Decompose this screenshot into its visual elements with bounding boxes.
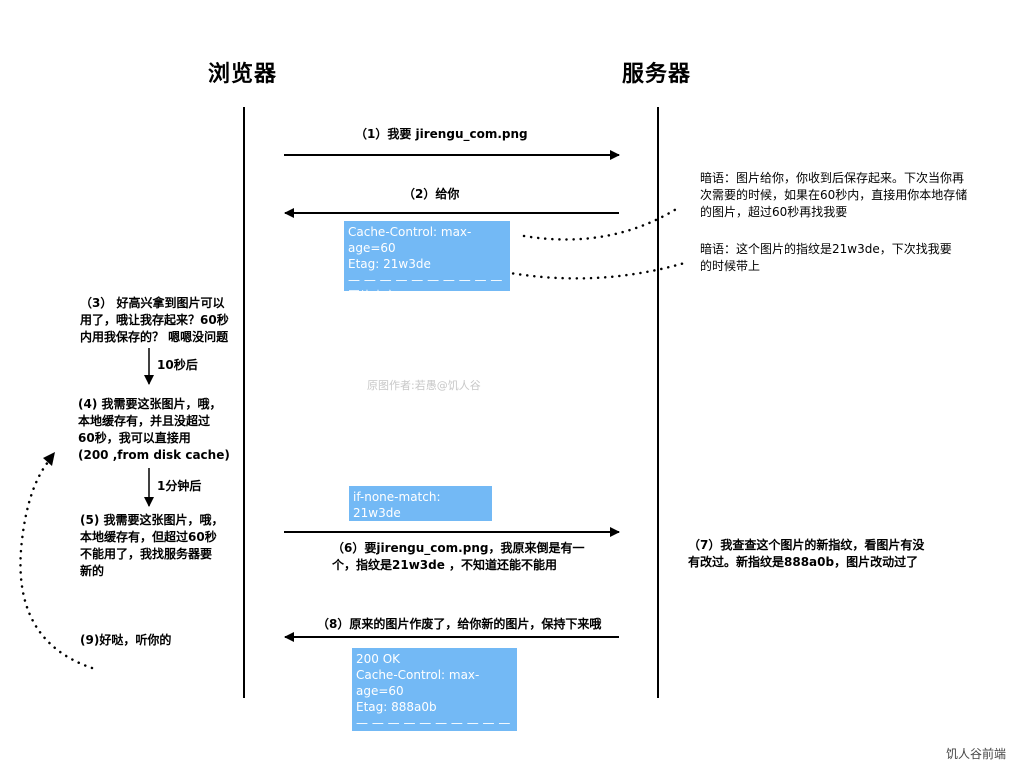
step6-text: （6）要jirengu_com.png，我原来倒是有一 个，指纹是21w3de … — [332, 541, 585, 572]
request2-box: if-none-match: 21w3de — — — — — — — — — … — [349, 486, 492, 552]
delay1-label: 10秒后 — [157, 358, 198, 372]
dotted-return-arrow — [19, 460, 94, 670]
step7-text: （7）我查查这个图片的新指纹，看图片有没 有改过。新指纹是888a0b，图片改动… — [688, 538, 925, 569]
step4-text: (4) 我需要这张图片，哦， 本地缓存有，并且没超过 60秒，我可以直接用 (2… — [78, 397, 230, 462]
dotted-return-arrowhead — [43, 452, 55, 466]
delay2-label: 1分钟后 — [157, 479, 202, 493]
server-header: 服务器 — [622, 62, 692, 87]
response2-box: 200 OK Cache-Control: max-age=60 Etag: 8… — [352, 648, 517, 746]
dotted-connector-note1 — [522, 206, 680, 241]
step8-text: （8）原来的图片作废了，给你新的图片，保持下来哦 — [317, 617, 602, 631]
step1-label: （1）我要 jirengu_com.png — [355, 127, 528, 141]
note1-text: 暗语：图片给你，你收到后保存起来。下次当你再 次需要的时候，如果在60秒内，直接… — [700, 171, 968, 219]
step3-text: （3） 好高兴拿到图片可以 用了，哦让我存起来？60秒 内用我保存的？ 嗯嗯没问… — [80, 296, 229, 344]
watermark: 原图作者:若愚@饥人谷 — [367, 379, 481, 392]
footer-brand: 饥人谷前端 — [946, 747, 1007, 761]
browser-header: 浏览器 — [208, 62, 278, 87]
response1-box: Cache-Control: max-age=60 Etag: 21w3de —… — [344, 221, 510, 303]
step2-label: （2）给你 — [403, 187, 460, 201]
note2-text: 暗语：这个图片的指纹是21w3de，下次找我要 的时候带上 — [700, 242, 952, 273]
step5-text: (5) 我需要这张图片，哦， 本地缓存有，但超过60秒 不能用了，我找服务器要 … — [80, 513, 224, 578]
step9-text: (9)好哒，听你的 — [80, 633, 172, 647]
